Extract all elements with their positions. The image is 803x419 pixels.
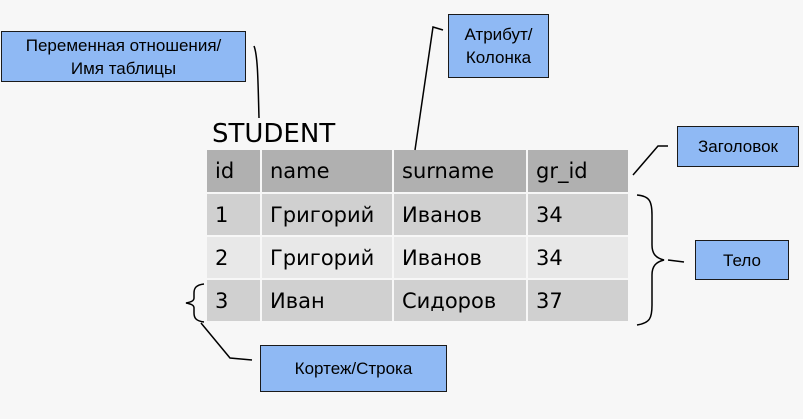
header-cell: id — [207, 150, 261, 194]
table-cell: 34 — [526, 193, 628, 237]
callout-body: Тело — [695, 240, 789, 280]
table-cell: Иван — [260, 279, 393, 323]
callout-header: Заголовок — [677, 126, 799, 167]
header-cell: name — [260, 150, 393, 194]
connector-relvar — [253, 45, 260, 119]
table-row: 3 Иван Сидоров 37 — [207, 279, 628, 323]
brace-body — [636, 194, 665, 326]
table-row: 1 Григорий Иванов 34 — [207, 193, 628, 237]
relation-table: id name surname gr_id 1 Григорий Иванов … — [207, 150, 628, 323]
header-cell: gr_id — [526, 150, 628, 194]
table-row: 2 Григорий Иванов 34 — [207, 236, 628, 280]
callout-attribute: Атрибут/ Колонка — [448, 14, 549, 78]
table-cell: 37 — [526, 279, 628, 323]
table-cell: 1 — [207, 193, 261, 237]
table-cell: Григорий — [260, 236, 393, 280]
connector-body — [667, 259, 685, 263]
connector-tuple — [200, 322, 253, 361]
callout-relvar-line2: Имя таблицы — [70, 58, 177, 78]
table-cell: Сидоров — [392, 279, 527, 323]
table-name: STUDENT — [212, 119, 336, 149]
connector-attribute — [414, 26, 444, 151]
table-cell: 3 — [207, 279, 261, 323]
table-cell: Иванов — [392, 193, 527, 237]
table-cell: 34 — [526, 236, 628, 280]
callout-tuple-label: Кортеж/Строка — [294, 359, 413, 378]
table-header-row: id name surname gr_id — [207, 150, 628, 194]
connector-header — [632, 145, 668, 176]
callout-attribute-line1: Атрибут/ — [464, 25, 533, 44]
callout-header-label: Заголовок — [698, 137, 778, 156]
callout-tuple: Кортеж/Строка — [260, 345, 447, 392]
table-cell: Иванов — [392, 236, 527, 280]
brace-tuple — [185, 283, 205, 323]
callout-relvar-line1: Переменная отношения/ — [25, 35, 222, 55]
callout-attribute-line2: Колонка — [465, 48, 532, 67]
table-cell: Григорий — [260, 193, 393, 237]
callout-relation-variable: Переменная отношения/ Имя таблицы — [1, 31, 246, 82]
header-cell: surname — [392, 150, 527, 194]
table-cell: 2 — [207, 236, 261, 280]
callout-body-label: Тело — [723, 250, 761, 270]
